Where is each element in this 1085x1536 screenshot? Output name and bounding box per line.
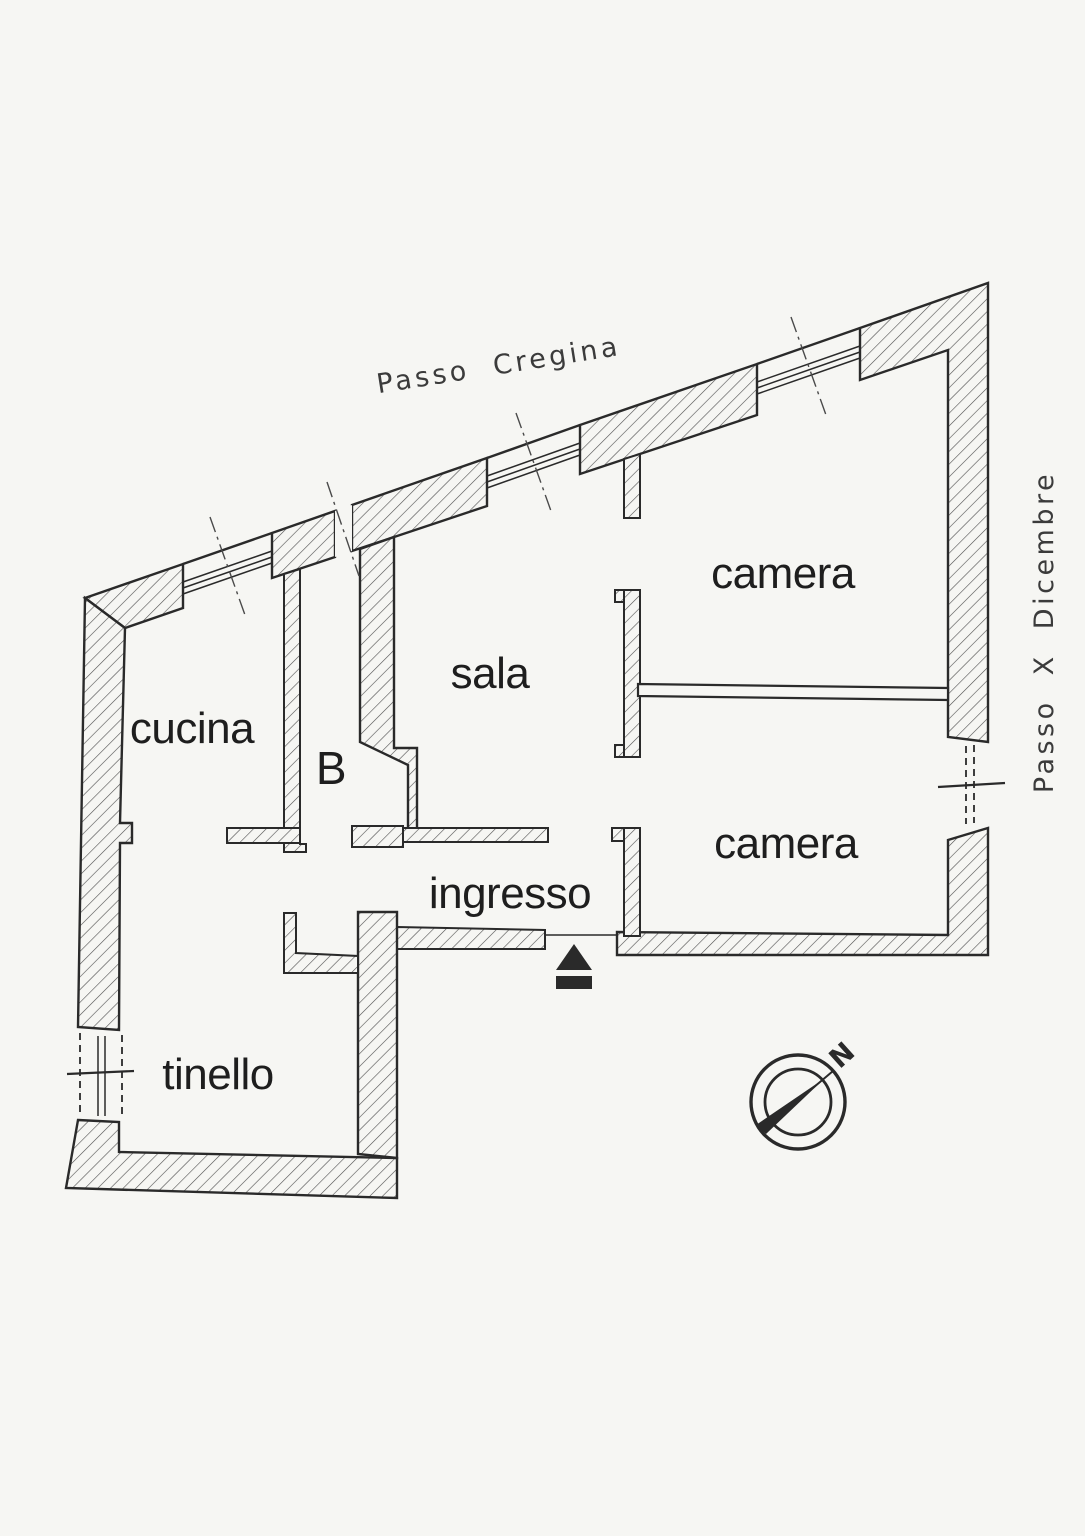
wall-sala-camera-middle: [623, 589, 641, 758]
compass-outer-ring: [749, 1053, 847, 1151]
room-label-sala: sala: [451, 649, 531, 698]
wall-top-segment-4: [578, 362, 759, 476]
interior-walls: [226, 452, 950, 937]
wall-cucina-bagno: [283, 567, 307, 853]
wall-sala-camera-upper: [623, 452, 641, 519]
window-tinello: [66, 1033, 135, 1118]
window-slot-bagno: [326, 481, 360, 577]
exterior-walls: [64, 281, 990, 1200]
compass-needle-fill: [756, 1078, 825, 1134]
compass-inner-ring: [763, 1067, 833, 1137]
wall-tinello-north-east: [283, 912, 359, 974]
entrance: [545, 934, 617, 989]
wall-top-right-corner: [858, 281, 990, 744]
street-label-right: Passo X Dicembre: [1029, 471, 1060, 793]
wall-cucina-south: [226, 827, 301, 844]
wall-right-lower-and-bottom: [615, 826, 990, 957]
wall-camera-divider: [636, 682, 950, 702]
room-label-ingresso: ingresso: [429, 869, 591, 918]
window-cucina: [182, 516, 273, 616]
wall-jamb-tab-3: [611, 827, 625, 842]
room-label-tinello: tinello: [162, 1050, 273, 1099]
room-label-camera-nord: camera: [711, 549, 856, 598]
wall-ingresso-camera-lower: [623, 827, 641, 937]
entrance-arrow-icon: [556, 944, 592, 989]
wall-ingresso-north-strip: [402, 827, 549, 843]
window-camera-nord: [756, 316, 861, 416]
wall-tinello-east: [356, 910, 399, 1160]
wall-jamb-tab-1: [614, 589, 625, 603]
room-label-camera-sud: camera: [714, 819, 859, 868]
room-labels: cucina B sala camera camera ingresso tin…: [130, 549, 859, 1099]
room-label-bagno: B: [316, 742, 346, 794]
wall-ingresso-south: [396, 925, 546, 950]
window-camera-sud: [937, 745, 1006, 824]
window-sala: [486, 412, 581, 512]
wall-left-upper: [76, 595, 134, 1032]
room-label-cucina: cucina: [130, 704, 255, 753]
wall-ingresso-north-block: [351, 825, 404, 848]
wall-jamb-tab-2: [614, 744, 625, 758]
